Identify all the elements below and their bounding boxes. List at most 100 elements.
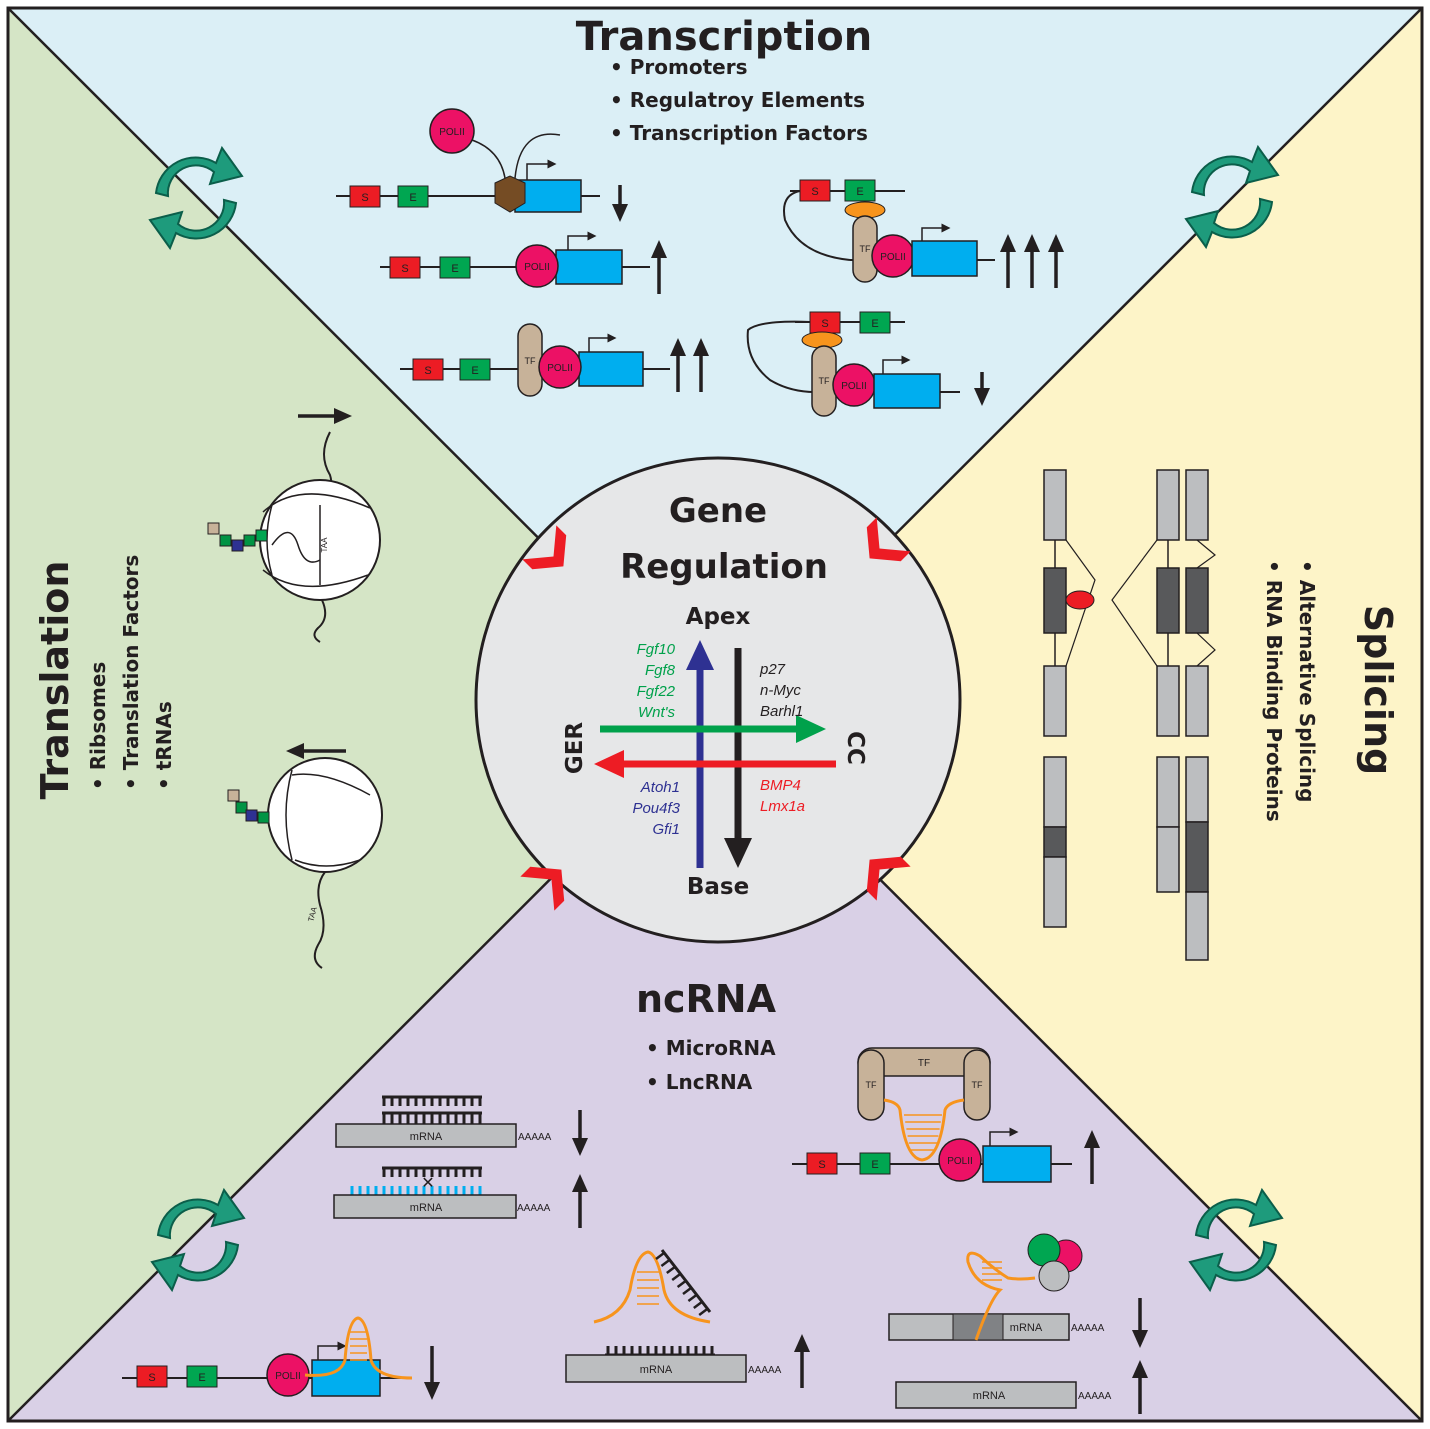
base-label: Base [687,874,749,900]
svg-text:TF: TF [860,244,871,254]
down-arrow [612,185,628,222]
svg-text:TAA: TAA [306,905,319,922]
gene-label: Fgf10 [637,641,676,658]
center-title-line2: Regulation [620,547,828,587]
down-arrow [424,1346,440,1400]
svg-text:S: S [361,192,368,204]
svg-text:S: S [821,318,828,330]
ncrna-bullets: • MicroRNA• LncRNA [646,1036,776,1094]
recycle-icon [1184,144,1280,250]
svg-text:mRNA: mRNA [1010,1322,1043,1334]
up-arrow [1024,234,1040,288]
bullet-item: • Alternative Splicing [1295,560,1319,802]
transcription-construct-1: S E POLII [336,108,600,213]
gene-label: BMP4 [760,777,801,794]
translation-bullets: • Ribsomes• Translation Factors• tRNAs [86,555,176,790]
svg-text:TF: TF [918,1058,930,1069]
svg-text:AAAAA: AAAAA [1078,1391,1112,1402]
bullet-item: • Ribsomes [86,662,110,790]
svg-text:AAAAA: AAAAA [517,1203,551,1214]
red-arrow-head [594,750,624,778]
splicing-bullets: • Alternative Splicing • RNA Binding Prot… [1262,560,1319,822]
transcription-construct-5: S E TF POLII [746,311,960,417]
up-arrow [1084,1130,1100,1184]
up-arrow [693,338,709,392]
transcription-quadrant [8,8,1422,715]
transcription-construct-3: S E TF POLII [400,323,670,397]
svg-text:POLII: POLII [841,381,867,392]
bullet-item: • RNA Binding Proteins [1262,560,1286,822]
gene-label: Gfi1 [652,821,680,838]
apex-label: Apex [686,604,751,630]
up-arrow [651,240,667,294]
translation-title: Translation [33,561,77,800]
svg-text:TF: TF [525,356,536,366]
svg-text:mRNA: mRNA [640,1364,673,1376]
svg-text:TF: TF [972,1080,983,1090]
up-arrow [1132,1360,1148,1414]
bullet-item: • Regulatroy Elements [610,88,865,112]
svg-text:POLII: POLII [880,252,906,263]
gene-label: Fgf22 [637,683,676,700]
transcription-construct-2: S E POLII [380,231,650,288]
recycle-icon [148,145,244,251]
black-arrow-head [724,838,752,868]
up-arrow [572,1174,588,1228]
svg-text:E: E [198,1372,205,1384]
gene-label: Fgf8 [645,662,676,679]
gene-label: Wnt's [638,704,676,721]
up-arrow [1048,234,1064,288]
svg-text:AAAAA: AAAAA [1071,1323,1105,1334]
bullet-item: • Translation Factors [119,555,143,790]
chevron-icon [866,517,911,562]
svg-text:POLII: POLII [947,1156,973,1167]
lncrna-tf-scaffold: TF TF TF S E POLII [792,1047,1072,1183]
down-arrow [572,1110,588,1156]
microrna-mrna-2: ✕ mRNA AAAAA [333,1166,551,1219]
gene-label: p27 [759,661,786,678]
down-arrow [974,372,990,406]
gene-label: Atoh1 [640,779,680,796]
svg-text:mRNA: mRNA [410,1131,443,1143]
blocked-binding-icon: ✕ [421,1175,434,1192]
ribosome-1: TAA [207,408,381,643]
svg-text:AAAAA: AAAAA [748,1365,782,1376]
lncrna-nascent-transcript: S E POLII [122,1316,413,1397]
transcription-construct-4: S E TF POLII [783,179,995,283]
splicing-pre-mrna-2 [1111,469,1216,737]
lncrna-rbp-complex: mRNA AAAAA mRNA AAAAA [888,1233,1112,1409]
svg-text:mRNA: mRNA [973,1390,1006,1402]
svg-text:E: E [856,186,863,198]
ncrna-title: ncRNA [636,977,777,1021]
ribosome-2: TAA [227,743,383,969]
lncrna-sponge: mRNA AAAAA [565,1249,782,1383]
svg-text:S: S [148,1372,155,1384]
svg-text:E: E [871,318,878,330]
svg-text:S: S [818,1159,825,1171]
splicing-pre-mrna-1 [1043,469,1096,737]
bullet-item: • Promoters [610,55,747,79]
ger-label: GER [562,722,588,775]
svg-text:S: S [401,263,408,275]
svg-text:E: E [871,1159,878,1171]
svg-text:S: S [811,186,818,198]
cc-label: CC [842,731,868,765]
bullet-item: • LncRNA [646,1070,753,1094]
gene-label: n-Myc [760,682,801,699]
svg-text:POLII: POLII [275,1371,301,1382]
gene-label: Barhl1 [760,703,803,720]
svg-text:AAAAA: AAAAA [518,1132,552,1143]
center-circle [474,456,962,944]
down-arrow [1132,1298,1148,1348]
svg-text:TF: TF [819,376,830,386]
up-arrow [1000,234,1016,288]
center-title-line1: Gene [669,491,767,531]
translation-quadrant [8,8,715,1421]
green-arrow-head [796,715,826,743]
spliced-mrna-isoforms [1043,756,1209,961]
